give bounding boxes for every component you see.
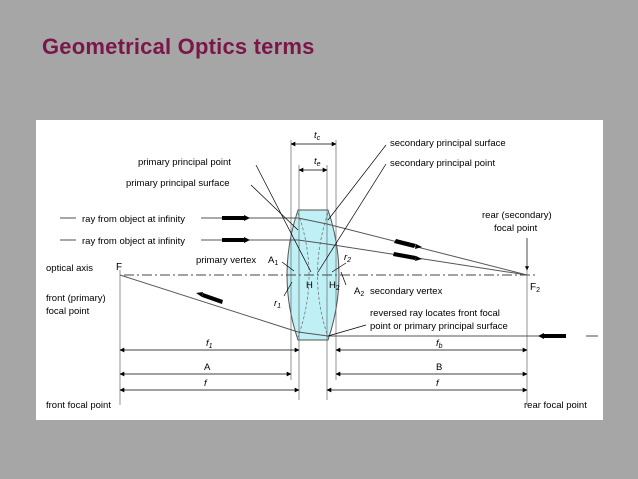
label-tc: tc (314, 130, 321, 142)
label-front-primary-1: front (primary) (46, 293, 106, 304)
label-H: H (306, 280, 313, 291)
label-primary-principal-surface: primary principal surface (126, 178, 229, 189)
label-r1: r1 (274, 298, 281, 310)
label-A-dimension: A (204, 362, 211, 373)
label-A2: A2 (354, 286, 364, 298)
label-optical-axis: optical axis (46, 263, 93, 274)
label-rear-focal-point: rear focal point (524, 400, 587, 411)
reversed-ray-arrow (544, 334, 566, 338)
ray-2-inside (297, 239, 328, 245)
reversed-ray-left (119, 274, 299, 333)
label-r2: r2 (344, 252, 351, 264)
ray-2-arrow-dash (222, 238, 244, 242)
slide-title: Geometrical Optics terms (42, 34, 315, 59)
label-A1: A1 (268, 255, 278, 267)
label-rear-secondary-1: rear (secondary) (482, 210, 552, 221)
label-H2: H2 (329, 280, 340, 292)
optics-diagram: tc te primary principal point primary pr… (36, 120, 603, 420)
leader-primary-principal-point (255, 164, 312, 273)
label-primary-principal-point: primary principal point (138, 157, 231, 168)
label-front-focal-point: front focal point (46, 400, 111, 411)
ray-1-out-arrow (394, 239, 416, 248)
reversed-ray-left-arrow (202, 293, 223, 304)
label-front-primary-2: focal point (46, 306, 90, 317)
label-rear-secondary-2: focal point (494, 223, 538, 234)
label-f-left: f (204, 378, 208, 389)
secondary-principal-surface (317, 212, 329, 338)
leader-secondary-principal-surface (327, 144, 387, 221)
label-reversed-1: reversed ray locates front focal (370, 308, 500, 319)
label-ray-infinity-1: ray from object at infinity (82, 214, 185, 225)
label-B-dimension: B (436, 362, 442, 373)
label-fb: fb (436, 338, 443, 350)
ray-1-outgoing (326, 223, 528, 276)
label-te: te (314, 156, 321, 168)
ray-1-inside (297, 217, 328, 225)
optics-diagram-svg: tc te primary principal point primary pr… (46, 130, 598, 411)
leader-secondary-principal-point (317, 163, 387, 273)
primary-principal-surface (297, 212, 310, 338)
reversed-ray-inside (297, 331, 329, 337)
ray-1-arrow-dash (222, 216, 244, 220)
label-reversed-2: point or primary principal surface (370, 321, 508, 332)
label-secondary-vertex: secondary vertex (370, 286, 443, 297)
label-F: F (116, 262, 122, 273)
label-f1: f1 (206, 338, 213, 350)
ray-2-outgoing (326, 243, 528, 276)
label-primary-vertex: primary vertex (196, 255, 256, 266)
label-f-right: f (436, 378, 440, 389)
label-secondary-principal-surface: secondary principal surface (390, 138, 506, 149)
leader-primary-principal-surface (250, 184, 299, 231)
label-secondary-principal-point: secondary principal point (390, 158, 495, 169)
label-F2: F2 (530, 282, 540, 294)
ray-2-out-arrow (393, 252, 416, 260)
label-ray-infinity-2: ray from object at infinity (82, 236, 185, 247)
